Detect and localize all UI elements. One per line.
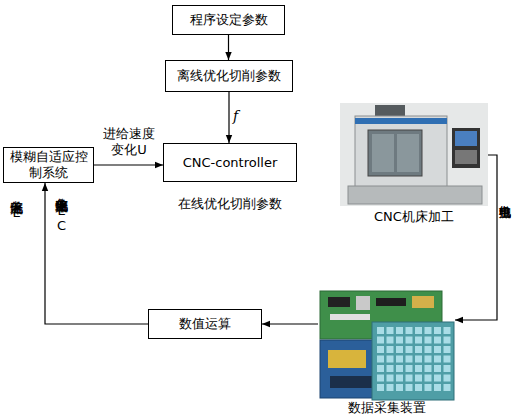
edge-label: f (233, 108, 238, 124)
device-photo: 数据采集装置 (318, 290, 455, 398)
edge-label: 电流偏差 E (9, 190, 23, 220)
process-box: 程序设定参数 (172, 5, 285, 35)
flow-arrow (94, 164, 163, 165)
caption-text: 在线优化切削参数 (144, 196, 316, 212)
controller-box: 模糊自适应控制系统 (3, 147, 94, 183)
node-text: CNC-controller (181, 155, 280, 171)
caption-text: 数据采集装置 (298, 400, 475, 416)
signal-label: 电流偏差变化率 EC (54, 188, 68, 233)
process-box: 离线优化切削参数 (165, 60, 293, 92)
data-acquisition-photo (320, 291, 454, 400)
machine-photo: CNC机床加工 (340, 103, 488, 206)
flow-arrow (45, 183, 148, 324)
caption-text: CNC机床加工 (320, 209, 508, 225)
flow-arrow (228, 35, 229, 60)
node-text: 离线优化切削参数 (175, 68, 283, 84)
edge-label: 进给速度 变化U (98, 126, 160, 158)
node-text: 数值运算 (177, 316, 233, 332)
flow-arrow (228, 92, 229, 143)
controller-box: CNC-controller在线优化切削参数 (163, 143, 297, 182)
node-text: 程序设定参数 (188, 12, 270, 28)
process-box: 数值运算 (148, 309, 262, 339)
flow-arrow (455, 155, 497, 320)
cnc-machine-photo (340, 103, 488, 206)
node-text: 模糊自适应控制系统 (4, 149, 93, 181)
flow-arrow (262, 323, 318, 324)
